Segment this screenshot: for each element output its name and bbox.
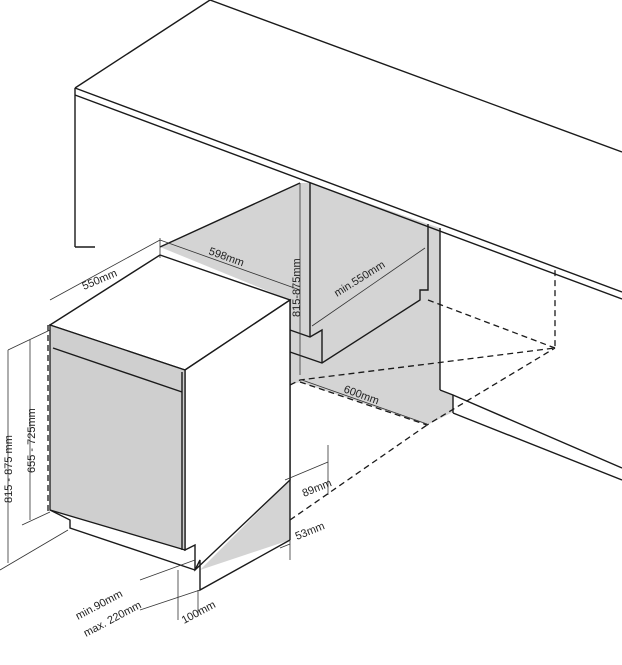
label-door-height: 655 - 725mm (26, 408, 38, 473)
label-door-overhang: 100mm (180, 599, 218, 627)
countertop (74, 0, 622, 300)
dimension-lines (0, 183, 428, 620)
label-plinth-depth: 53mm (294, 520, 327, 543)
niche-dashed-outline (289, 268, 556, 521)
label-niche-height: 815-875mm (291, 258, 303, 317)
label-plinth-height: 89mm (301, 477, 334, 500)
niche-area (160, 183, 453, 570)
dishwasher (47, 254, 292, 592)
label-overall-height: 815 - 875 mm (3, 435, 15, 503)
